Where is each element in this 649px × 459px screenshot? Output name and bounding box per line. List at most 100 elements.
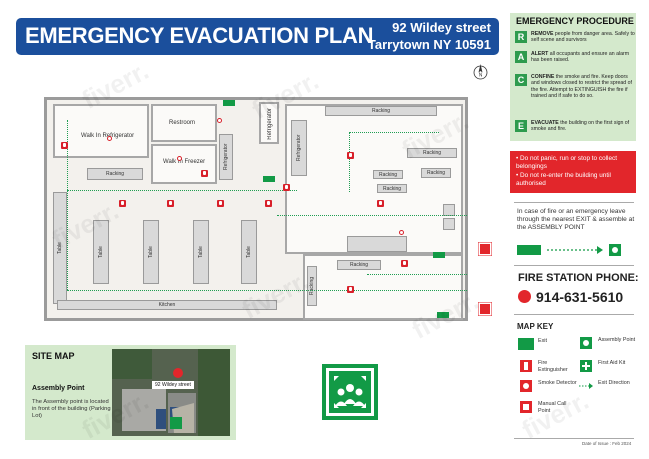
racking-h-label: Racking	[309, 276, 315, 296]
table-4-label: Table	[198, 246, 204, 258]
site-map-panel: SITE MAP Assembly Point The Assembly poi…	[25, 345, 236, 440]
site-map-title: SITE MAP	[32, 351, 75, 361]
racking-center-1: Racking	[373, 170, 403, 179]
satellite-image	[112, 349, 230, 436]
assembly-point-heading: Assembly Point	[32, 385, 85, 392]
room-lower-right	[303, 254, 463, 320]
procedure-step-a: A ALERT all occupants and ensure an alar…	[515, 51, 631, 69]
exit-sign-icon	[437, 312, 449, 318]
racking-lower-side: Racking	[307, 266, 317, 306]
step-badge: A	[515, 51, 527, 63]
fire-extinguisher-icon	[201, 170, 208, 177]
exit-sign-icon	[433, 252, 445, 258]
emergency-procedure-panel: EMERGENCY PROCEDURE R REMOVE people from…	[510, 13, 636, 141]
fire-extinguisher-icon	[167, 200, 174, 207]
kitchen-counter: Kitchen	[57, 300, 277, 310]
watermark: fiverr.	[516, 385, 594, 445]
issue-date: Date of Issue : Feb 2024	[582, 441, 632, 446]
step-badge: R	[515, 31, 527, 43]
procedure-step-r: R REMOVE people from danger area. Safely…	[515, 31, 635, 53]
smoke-detector-icon	[399, 230, 404, 235]
title-bar: EMERGENCY EVACUATION PLAN 92 Wildey stre…	[16, 18, 499, 55]
fire-extinguisher-icon	[520, 360, 532, 372]
label-refrigerator-top: Refrigerator	[267, 108, 273, 140]
table-1-label: Table	[57, 242, 63, 254]
table-4: Table	[193, 220, 209, 284]
assembly-point-sign-icon	[322, 364, 378, 420]
fire-extinguisher-icon	[119, 200, 126, 207]
step-text: CONFINE the smoke and fire. Keep doors a…	[531, 74, 635, 100]
step-desc: the building on the first sign of smoke …	[531, 120, 630, 133]
key-label: First Aid Kit	[598, 360, 626, 366]
room-restroom: Restroom	[151, 104, 217, 142]
warning-box: • Do not panic, run or stop to collect b…	[510, 151, 636, 193]
fire-extinguisher-icon	[283, 184, 290, 191]
page-title: EMERGENCY EVACUATION PLAN	[25, 23, 374, 48]
warning-2: • Do not re-enter the building until aut…	[516, 172, 611, 187]
route-line	[349, 132, 350, 192]
label-walk-in-freezer: Walk In Freezer	[163, 159, 206, 165]
exit-sign-icon	[263, 176, 275, 182]
fire-instruction-note: In case of fire or an emergency leave th…	[517, 208, 635, 232]
racking-d-label: Racking	[382, 185, 402, 192]
divider	[514, 314, 634, 315]
key-label: Smoke Detector	[538, 380, 577, 386]
step-keyword: CONFINE	[531, 74, 555, 80]
step-text: REMOVE people from danger area. Safely t…	[531, 31, 635, 44]
exit-direction-icon	[579, 383, 593, 389]
first-aid-kit-icon	[580, 360, 592, 372]
step-text: EVACUATE the building on the first sign …	[531, 120, 635, 133]
fire-extinguisher-icon	[265, 200, 272, 207]
fire-extinguisher-icon	[401, 260, 408, 267]
racking-right: Racking	[421, 168, 451, 178]
refrigerator-mid-label: Refrigerator	[223, 143, 229, 171]
step-desc: people from danger area. Safely to self …	[531, 31, 635, 44]
route-line	[67, 120, 68, 290]
fire-extinguisher-icon	[347, 286, 354, 293]
kitchen-label: Kitchen	[158, 302, 176, 308]
refrigerator-side-label: Refrigerator	[296, 134, 302, 162]
step-badge: E	[515, 120, 527, 132]
phone-icon	[518, 290, 531, 303]
key-label: Exit Direction	[598, 380, 630, 386]
fire-extinguisher-icon	[377, 200, 384, 207]
step-text: ALERT all occupants and ensure an alarm …	[531, 51, 635, 64]
divider	[514, 202, 634, 203]
fire-extinguisher-icon	[217, 200, 224, 207]
route-line	[277, 215, 467, 216]
table-5: Table	[241, 220, 257, 284]
refrigerator-side: Refrigerator	[291, 120, 307, 176]
procedure-step-e: E EVACUATE the building on the first sig…	[515, 120, 631, 138]
step-keyword: ALERT	[531, 51, 549, 57]
racking-lower: Racking	[337, 260, 381, 270]
racking-g-label: Racking	[349, 262, 369, 268]
divider	[514, 265, 634, 266]
key-label: Fire Extinguisher	[538, 360, 568, 373]
table-2-label: Table	[98, 246, 104, 258]
key-label: Exit	[538, 338, 547, 344]
room-walk-in-freezer: Walk In Freezer	[151, 144, 217, 184]
address-line-2: Tarrytown NY 10591	[367, 37, 491, 52]
table-3: Table	[143, 220, 159, 284]
procedure-step-c: C CONFINE the smoke and fire. Keep doors…	[515, 74, 632, 116]
assembly-point-icon	[580, 337, 592, 349]
fire-station-phone: 914-631-5610	[536, 289, 624, 305]
smoke-detector-icon	[520, 380, 532, 392]
table-5-label: Table	[246, 246, 252, 258]
route-line	[349, 132, 439, 133]
smoke-detector-icon	[177, 156, 182, 161]
racking-e-label: Racking	[426, 170, 446, 176]
route-line	[67, 190, 297, 191]
racking-a-label: Racking	[371, 108, 391, 114]
step-keyword: EVACUATE	[531, 120, 559, 126]
counter-lower	[347, 236, 407, 252]
refrigerator-mid: Refrigerator	[219, 134, 233, 180]
racking-b-label: Racking	[422, 150, 442, 156]
step-desc: the smoke and fire. Keep doors and windo…	[531, 74, 632, 100]
map-pin-label: 92 Wildey street	[152, 381, 194, 389]
table-3-label: Table	[148, 246, 154, 258]
room-racking-area	[285, 104, 463, 254]
site-assembly-marker	[170, 417, 182, 429]
exit-assembly-marker-icon	[478, 302, 492, 316]
